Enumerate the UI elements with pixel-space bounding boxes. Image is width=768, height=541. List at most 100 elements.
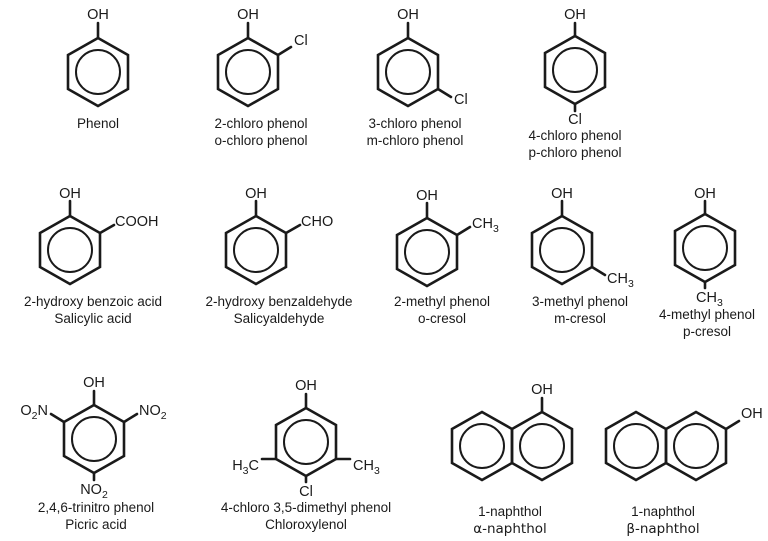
benzene-ring-svg: OH xyxy=(66,7,130,108)
aromatic-circle xyxy=(47,227,93,273)
aromatic-circle-left xyxy=(459,423,505,469)
substituent-label-oh: OH xyxy=(245,186,267,202)
benzene-ring-svg: OH Cl xyxy=(543,7,607,128)
naphthalene-ring-svg: OH xyxy=(604,406,763,482)
caption-line-2: Salicyaldehyde xyxy=(233,310,325,326)
benzene-ring-svg: OH CH3 xyxy=(530,186,634,290)
substituent-label-ch3: CH3 xyxy=(696,290,723,309)
aromatic-circle-left xyxy=(613,423,659,469)
caption-line-1: 1-naphthol xyxy=(631,504,695,519)
bond-to-cl xyxy=(276,45,293,57)
caption-line-1: 4-methyl phenol xyxy=(658,307,756,322)
hexagon-outline xyxy=(530,214,594,286)
substituent-label-cho: CHO xyxy=(301,214,333,230)
caption-line-1: 2-hydroxy benzoic acid xyxy=(23,294,163,309)
caption-line-1: 4-chloro phenol xyxy=(528,128,622,143)
substituent-label-ch3: CH3 xyxy=(607,271,634,290)
substituent-label-cl: Cl xyxy=(294,33,308,49)
caption-line-1: 2-hydroxy benzaldehyde xyxy=(205,294,353,309)
caption-line-2: o-cresol xyxy=(417,310,466,326)
bond-to-ch3 xyxy=(590,265,607,277)
aromatic-circle xyxy=(404,229,450,275)
substituent-label-oh: OH xyxy=(531,382,553,398)
caption-4-chloro-phenol: 4-chloro phenol p-chloro phenol xyxy=(500,128,650,161)
structure-diagram-4-chloro-phenol: OH Cl xyxy=(500,6,650,128)
substituent-label-oh: OH xyxy=(551,186,573,202)
molecule-salicylaldehyde: OH CHO 2-hydroxy benzaldehyde Salicyalde… xyxy=(186,186,372,327)
substituent-label-cl: Cl xyxy=(568,112,582,128)
caption-line-1: 4-chloro 3,5-dimethyl phenol xyxy=(220,500,392,515)
caption-o-cresol: 2-methyl phenol o-cresol xyxy=(372,294,512,327)
caption-3-chloro-phenol: 3-chloro phenol m-chloro phenol xyxy=(340,116,490,149)
structure-diagram-alpha-naphthol: OH xyxy=(430,378,590,498)
molecule-m-cresol: OH CH3 3-methyl phenol m-cresol xyxy=(510,186,650,327)
caption-salicylaldehyde: 2-hydroxy benzaldehyde Salicyaldehyde xyxy=(186,294,372,327)
benzene-ring-svg: OH CH3 xyxy=(673,186,737,309)
caption-2-chloro-phenol: 2-chloro phenol o-chloro phenol xyxy=(186,116,336,149)
aromatic-circle xyxy=(539,227,585,273)
caption-line-2: Picric acid xyxy=(65,516,127,532)
substituent-label-oh: OH xyxy=(59,186,81,202)
caption-p-cresol: 4-methyl phenol p-cresol xyxy=(648,307,766,340)
aromatic-circle xyxy=(385,49,431,95)
molecule-o-cresol: OH CH3 2-methyl phenol o-cresol xyxy=(372,186,512,327)
substituent-label-oh: OH xyxy=(564,7,586,23)
aromatic-circle xyxy=(552,47,598,93)
molecule-2-chloro-phenol: OH Cl 2-chloro phenol o-chloro phenol xyxy=(186,6,336,149)
substituent-label-oh: OH xyxy=(87,7,109,23)
caption-line-2: m-chloro phenol xyxy=(366,132,464,148)
structure-diagram-picric-acid: OH O2N NO2 NO2 xyxy=(6,372,186,501)
aromatic-circle-right xyxy=(673,423,719,469)
caption-line-2: p-cresol xyxy=(682,323,731,339)
structure-diagram-salicylic-acid: OH COOH xyxy=(2,186,184,294)
hexagon-outline xyxy=(376,36,440,108)
caption-salicylic-acid: 2-hydroxy benzoic acid Salicylic acid xyxy=(2,294,184,327)
benzene-ring-svg: OH H3C CH3 Cl xyxy=(232,378,380,500)
benzene-ring-svg: OH Cl xyxy=(216,7,308,108)
substituent-label-oh: OH xyxy=(83,375,105,391)
caption-line-1: 3-methyl phenol xyxy=(531,294,629,309)
caption-chloroxylenol: 4-chloro 3,5-dimethyl phenol Chloroxylen… xyxy=(200,500,412,533)
caption-line-2: Salicylic acid xyxy=(54,310,132,326)
caption-line-2: p-chloro phenol xyxy=(528,144,622,160)
caption-picric-acid: 2,4,6-trinitro phenol Picric acid xyxy=(6,500,186,533)
molecule-p-cresol: OH CH3 4-methyl phenol p-cresol xyxy=(648,180,766,340)
caption-line-2: o-chloro phenol xyxy=(214,132,308,148)
substituent-label-ch3: CH3 xyxy=(472,216,499,235)
aromatic-circle xyxy=(233,227,279,273)
caption-line-2: β-naphthol xyxy=(626,520,700,537)
structure-diagram-salicylaldehyde: OH CHO xyxy=(186,186,372,294)
substituent-label-oh: OH xyxy=(397,7,419,23)
molecule-salicylic-acid: OH COOH 2-hydroxy benzoic acid Salicylic… xyxy=(2,186,184,327)
bond-to-oh xyxy=(724,419,741,431)
substituent-label-oh: OH xyxy=(741,406,763,422)
structure-diagram-phenol: OH xyxy=(18,6,178,116)
caption-line-1: Phenol xyxy=(76,116,120,131)
caption-line-1: 2-chloro phenol xyxy=(214,116,308,131)
benzene-ring-svg: OH Cl xyxy=(376,7,468,108)
aromatic-circle xyxy=(71,416,117,462)
caption-line-2: m-cresol xyxy=(554,310,606,326)
benzene-ring-svg: OH O2N NO2 NO2 xyxy=(20,375,167,501)
substituent-label-cl: Cl xyxy=(299,484,313,500)
aromatic-circle xyxy=(682,225,728,271)
molecule-4-chloro-phenol: OH Cl 4-chloro phenol p-chloro phenol xyxy=(500,6,650,161)
aromatic-circle xyxy=(225,49,271,95)
caption-m-cresol: 3-methyl phenol m-cresol xyxy=(510,294,650,327)
benzene-ring-svg: OH COOH xyxy=(38,186,159,286)
aromatic-circle-right xyxy=(519,423,565,469)
substituent-label-ch3: CH3 xyxy=(353,458,380,477)
structure-diagram-p-cresol: OH CH3 xyxy=(648,180,766,309)
hexagon-outline xyxy=(66,36,130,108)
aromatic-circle xyxy=(283,419,329,465)
structure-diagram-2-chloro-phenol: OH Cl xyxy=(186,6,336,116)
substituent-label-cooh: COOH xyxy=(115,214,159,230)
structure-diagram-3-chloro-phenol: OH Cl xyxy=(340,6,490,116)
naphthalene-ring-svg: OH xyxy=(450,382,574,482)
caption-line-2: Chloroxylenol xyxy=(265,516,347,532)
substituent-label-no2-right: NO2 xyxy=(139,403,167,422)
bond-to-ch3 xyxy=(455,225,472,237)
caption-line-1: 1-naphthol xyxy=(478,504,542,519)
substituent-label-oh: OH xyxy=(416,188,438,204)
substituent-label-oh: OH xyxy=(295,378,317,394)
